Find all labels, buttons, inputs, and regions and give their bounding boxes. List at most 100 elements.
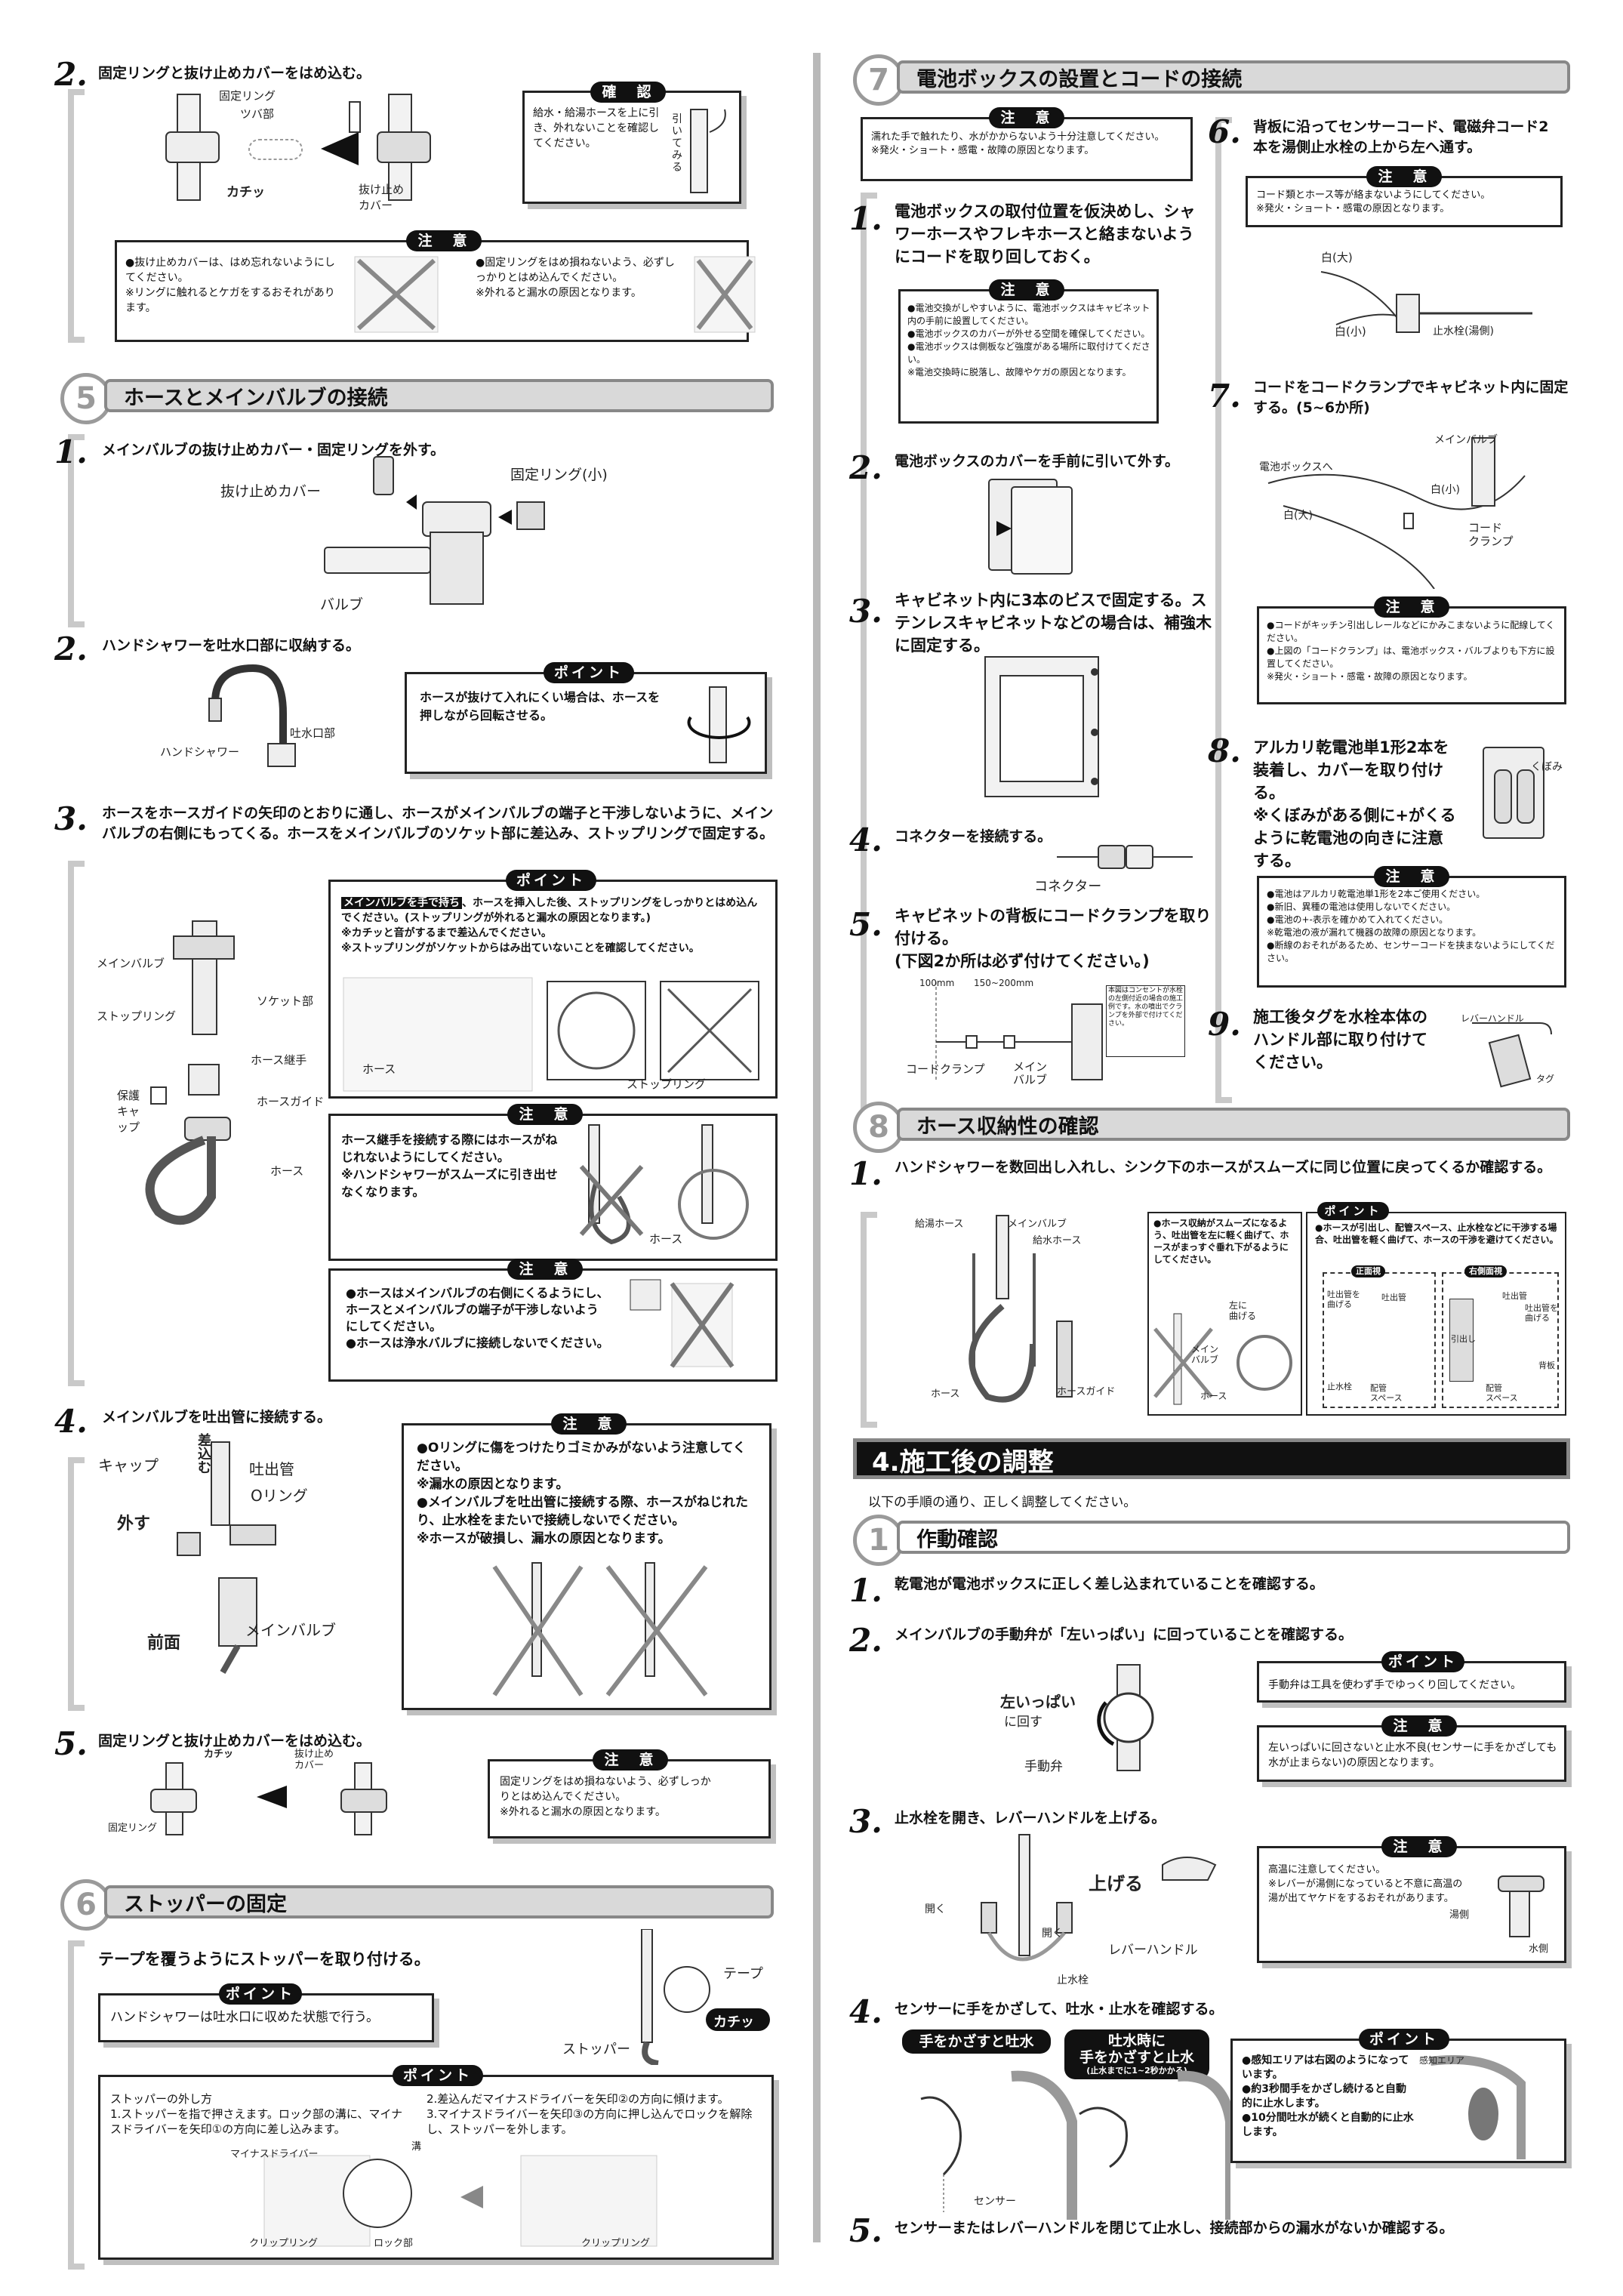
step-number: 9. (1208, 1006, 1241, 1043)
label-lever: レバーハンドル (1108, 1943, 1198, 1958)
step-text: 電池ボックスのカバーを手前に引いて外す。 (895, 453, 1179, 470)
point-body: 、ホースを挿入した後、ストップリングをしっかりとはめ込んでください。(ストップリ… (341, 897, 758, 954)
point-text: 手動弁は工具を使わず手でゆっくり回してください。 (1268, 1679, 1522, 1691)
point-text: ●ホースが引出し、配管スペース、止水栓などに干渉する場合、吐出管を軽く曲げて、ホ… (1315, 1222, 1559, 1245)
caution-text: ●コードがキッチン引出しレールなどにかみこまないように配線してください。 ●上図… (1267, 620, 1555, 682)
label-clip-ring: クリップリング (249, 2238, 319, 2249)
caution-tag: 注 意 (507, 1259, 583, 1280)
connector-illustration (1057, 845, 1193, 869)
label-open: 開く (925, 1903, 946, 1915)
caution-tag: 注 意 (989, 107, 1064, 128)
section-7-header: 7 電池ボックスの設置とコードの接続 (853, 54, 1570, 106)
hose-twist-illustration (579, 1124, 749, 1245)
section-title: ストッパーの固定 (104, 1885, 774, 1918)
caution-text: コード類とホース等が絡まないようにしてください。 ※発火・ショート・感電の原因と… (1256, 190, 1491, 214)
step-text: 固定リングと抜け止めカバーをはめ込む。 (98, 1733, 371, 1749)
label-bend: 吐出管を 曲げる (1525, 1303, 1558, 1323)
label-cover: 抜け止め カバー (294, 1749, 334, 1771)
hose-storage-illustration (969, 1215, 1073, 1403)
step-text: 固定リングと抜け止めカバーをはめ込む。 (98, 65, 371, 82)
caution-box (1257, 606, 1566, 704)
step-number: 1. (54, 433, 88, 470)
step-number: 3. (849, 1803, 882, 1840)
label-front: 前面 (147, 1634, 181, 1653)
caution-tag: 注 意 (1381, 1715, 1457, 1737)
ring-cover-illustration (165, 94, 431, 201)
point-box (98, 2075, 774, 2260)
battery-box-illustration (988, 479, 1073, 575)
caution-box (402, 1423, 771, 1710)
sensor-hand-illustration (920, 2070, 1230, 2220)
label-ring: 固定リング (219, 89, 276, 103)
step-text: アルカリ乾電池単1形2本を装着し、カバーを取り付ける。 ※くぼみがある側に+がく… (1253, 738, 1456, 870)
left-bracket (68, 89, 85, 343)
caution-text: 左いっぱいに回さないと止水不良(センサーに手をかざしても水が止まらない)の原因と… (1268, 1742, 1557, 1769)
section-title: 電池ボックスの設置とコードの接続 (897, 60, 1570, 94)
label-oring: Oリング (251, 1487, 308, 1505)
label-clamp: コード クランプ (1468, 521, 1514, 548)
caution-tag: 注 意 (406, 230, 482, 251)
label-sensor: センサー (974, 2196, 1016, 2208)
step-number: 8. (1208, 732, 1241, 769)
caution-text-a: ●抜け止めカバーは、はめ忘れないようにしてください。 ※リングに触れるとケガをす… (125, 257, 335, 314)
point-tag: ポイント (1317, 1202, 1389, 1220)
label-cover: 抜け止め カバー (359, 183, 405, 212)
section-title: 作動確認 (897, 1521, 1570, 1554)
caution-text: ホース継手を接続する際にはホースがねじれないようにしてください。 ※ハンドシャワ… (341, 1133, 558, 1199)
badge-spout: 手をかざすと吐水 (902, 2029, 1051, 2054)
manual-valve-illustration (1097, 1664, 1154, 1771)
valve-hose-illustration (145, 920, 235, 1225)
label-hose-guide: ホースガイド (1057, 1386, 1116, 1398)
caution-text: 濡れた手で触れたり、水がかからないよう十分注意してください。 ※発火・ショート・… (871, 131, 1165, 156)
right-bracket (861, 1212, 877, 1428)
drawer-shape (1449, 1299, 1474, 1382)
section-title: ホースとメインバルブの接続 (104, 379, 774, 412)
pull-hose-illustration (690, 109, 726, 193)
hand-shower-illustration (208, 664, 296, 767)
label-hose: ホース (362, 1062, 396, 1076)
label-hot-hose: 給湯ホース (915, 1219, 964, 1230)
step-text: テープを覆うようにストッパーを取り付ける。 (98, 1950, 430, 1968)
label-valve: バルブ (320, 596, 364, 613)
label-connector: コネクター (1034, 879, 1102, 895)
step-number: 5. (54, 1725, 88, 1762)
point-text-right: 2.差込んだマイナスドライバーを矢印②の方向に傾けます。 3.マイナスドライバー… (427, 2092, 753, 2136)
step-number: 2. (54, 630, 88, 667)
caution-tag: 注 意 (1374, 866, 1449, 887)
note-text: 本図はコンセントが水栓の左側付近の場合の施工例です。水の噴出でクランプを外部で付… (1108, 987, 1184, 1028)
step-text: 電池ボックスの取付位置を仮決めし、シャワーホースやフレキホースと絡まないようにコ… (895, 202, 1196, 266)
step-text: 背板に沿ってセンサーコード、電磁弁コード2本を湯側止水栓の上から左へ通す。 (1253, 119, 1549, 156)
label-white-big: 白(大) (1321, 251, 1353, 264)
cord-clamp-illustration (1267, 437, 1526, 589)
label-back-panel: 背板 (1538, 1361, 1555, 1370)
label-dent: くぼみ (1531, 761, 1563, 773)
front-view-label: 正面視 (1351, 1265, 1385, 1277)
label-pipe-space: 配管 スペース (1486, 1383, 1518, 1403)
rotate-hose-illustration (687, 686, 751, 763)
caution-text: ●Oリングに傷をつけたりゴミかみがないよう注意してください。 ※漏水の原因となり… (417, 1441, 748, 1546)
label-hose-guide: ホースガイド (257, 1095, 325, 1108)
caution-box (1257, 876, 1566, 988)
tag-illustration (1472, 1022, 1552, 1088)
section-title: ホース収納性の確認 (897, 1108, 1570, 1141)
label-hand-shower: ハンドシャワー (160, 745, 240, 759)
badge-stop-text: 吐水時に 手をかざすと止水 (1079, 2032, 1194, 2066)
label-cold-side: 水側 (1529, 1943, 1549, 1955)
note-box (1106, 985, 1185, 1057)
label-stopper: ストッパー (562, 2042, 630, 2057)
caution-tag: 注 意 (507, 1104, 583, 1125)
point-tag: ポイント (219, 1983, 302, 2005)
label-kachi: カチッ (204, 1749, 234, 1760)
label-raise: 上げる (1089, 1873, 1143, 1894)
label-ring: 固定リング (108, 1823, 158, 1834)
section-8-header: 8 ホース収納性の確認 (853, 1102, 1570, 1153)
label-groove: 溝 (411, 2141, 422, 2153)
caution-text: ●ホースはメインバルブの右側にくるようにし、ホースとメインバルブの端子が干渉しな… (346, 1286, 609, 1350)
step-number: 7. (1208, 378, 1241, 415)
bend-spout-illustration (1153, 1313, 1292, 1405)
caution-tag: 注 意 (1381, 1836, 1457, 1857)
point-text: ●感知エリアは右図のようになっています。 ●約3秒間手をかざし続けると自動的に止… (1242, 2054, 1414, 2138)
label-lock: ロック部 (374, 2238, 414, 2249)
column-divider (813, 53, 821, 2242)
label-dim-150: 150~200mm (974, 978, 1034, 988)
